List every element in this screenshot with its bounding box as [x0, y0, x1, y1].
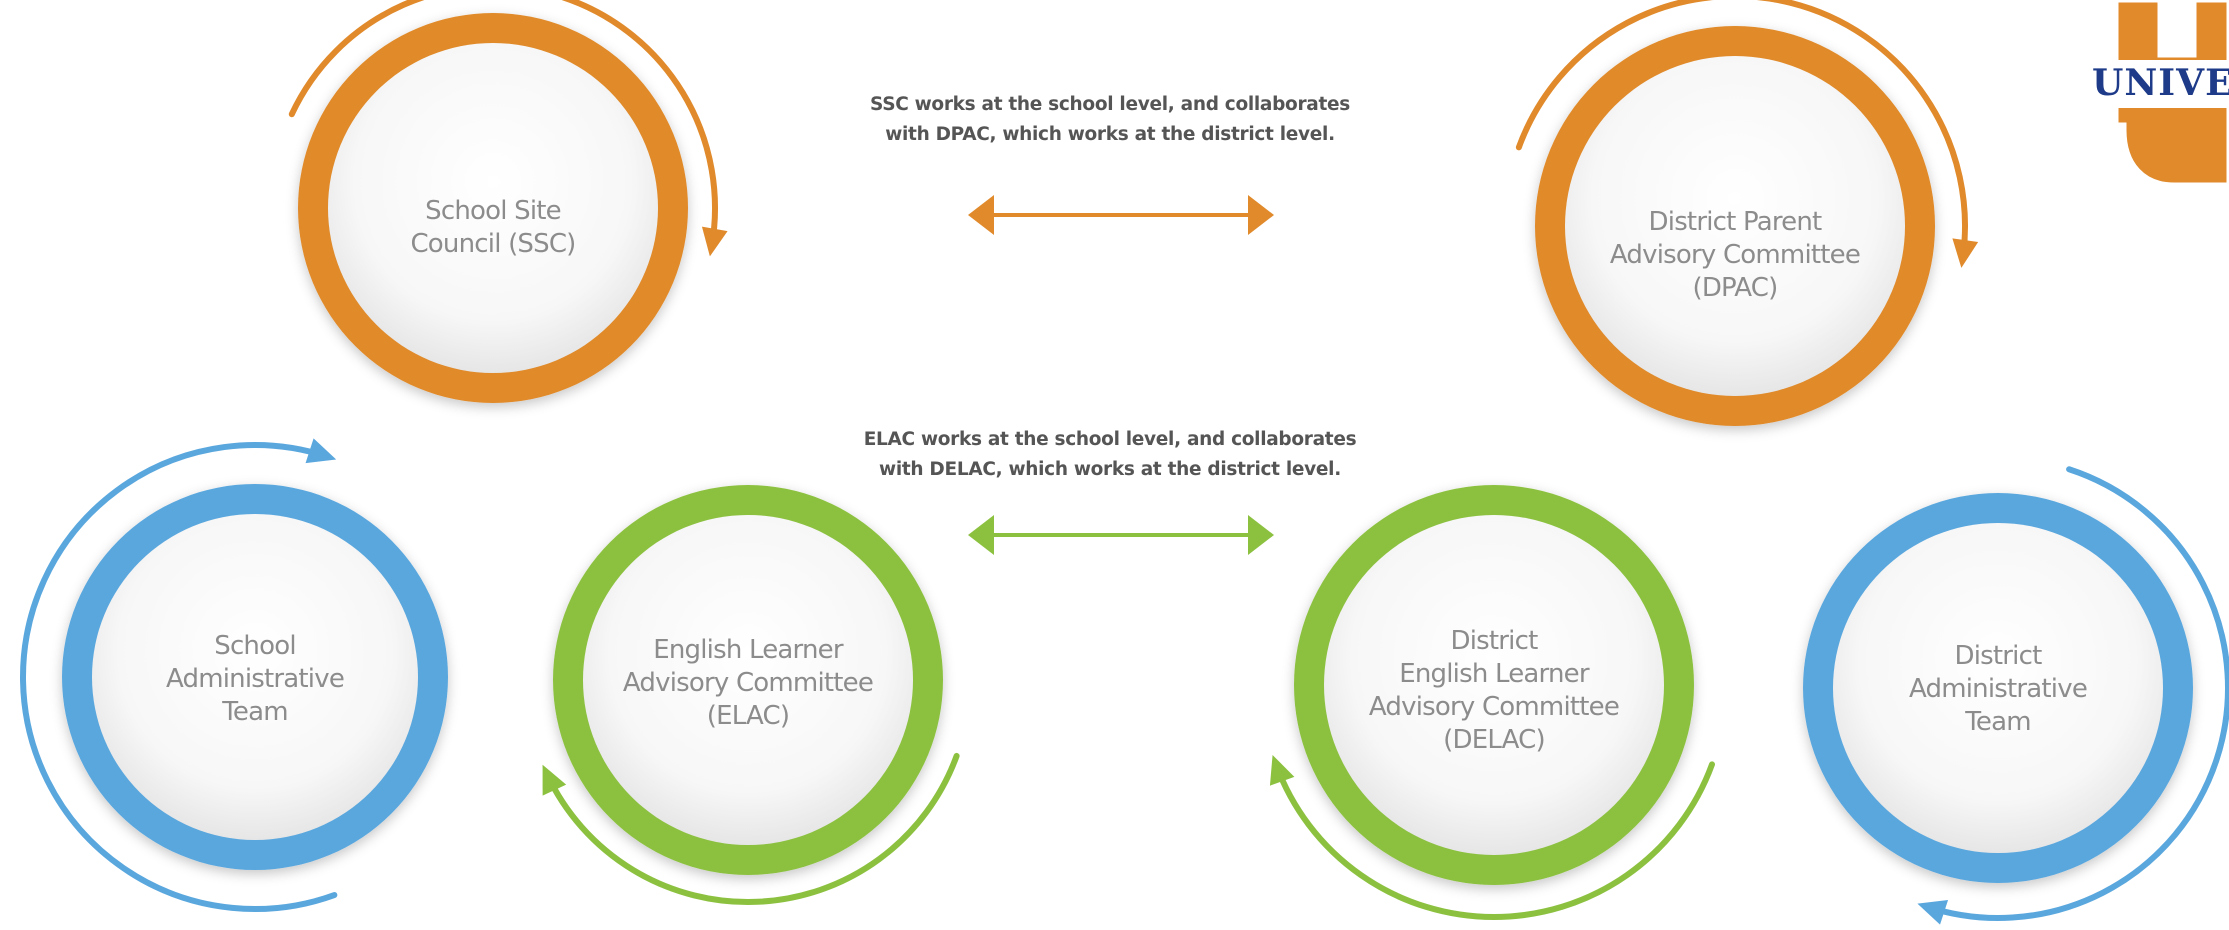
sat-inner: [92, 514, 418, 840]
elac-label-line: English Learner: [653, 635, 843, 665]
ssc-node: [298, 13, 688, 403]
delac-inner: [1324, 515, 1664, 855]
delac-label-line: English Learner: [1399, 659, 1589, 689]
dpac-node: [1535, 26, 1935, 426]
delac-node: [1294, 485, 1694, 885]
dpac-label-line: District Parent: [1648, 207, 1823, 237]
ssc-label-line: Council (SSC): [410, 229, 576, 259]
sat-label-line: Team: [222, 697, 288, 727]
university-logo: UNIVER: [2064, 0, 2229, 190]
delac-label-line: Advisory Committee: [1368, 692, 1620, 722]
delac-label-line: District: [1450, 626, 1539, 656]
ssc-inner: [328, 43, 658, 373]
elac-label-line: Advisory Committee: [622, 668, 874, 698]
dpac-label-line: (DPAC): [1692, 273, 1778, 303]
sat-cycle-arrow: [20, 438, 338, 912]
logo-u-shape: [2084, 0, 2229, 188]
sat-label-line: School: [214, 631, 296, 661]
elac-cycle-arrow: [542, 752, 960, 905]
dat-inner: [1833, 523, 2163, 853]
sat-label-line: Administrative: [165, 664, 345, 694]
ssc-cycle-arrow: [288, 0, 728, 257]
sat-node: [62, 484, 448, 870]
dpac-inner: [1565, 56, 1905, 396]
dpac-cycle-arrow: [1515, 0, 1979, 268]
dat-label-line: District: [1954, 641, 2043, 671]
logo-text: UNIVER: [2092, 62, 2229, 104]
dat-label-line: Administrative: [1908, 674, 2088, 704]
elac-delac-connector: [968, 515, 1274, 555]
delac-cycle-arrow: [1269, 754, 1716, 920]
elac-inner: [583, 515, 913, 845]
elac-node: [553, 485, 943, 875]
dat-label-line: Team: [1965, 707, 2031, 737]
delac-label-line: (DELAC): [1443, 725, 1546, 755]
dat-node: [1803, 493, 2193, 883]
caption-ssc-dpac: SSC works at the school level, and colla…: [870, 94, 1350, 145]
elac-label-line: (ELAC): [706, 701, 790, 731]
caption-elac-delac: ELAC works at the school level, and coll…: [863, 429, 1357, 480]
ssc-label-line: School Site: [425, 196, 562, 226]
ssc-dpac-connector: [968, 195, 1274, 235]
dpac-label-line: Advisory Committee: [1609, 240, 1861, 270]
dat-cycle-arrow: [1917, 466, 2229, 925]
